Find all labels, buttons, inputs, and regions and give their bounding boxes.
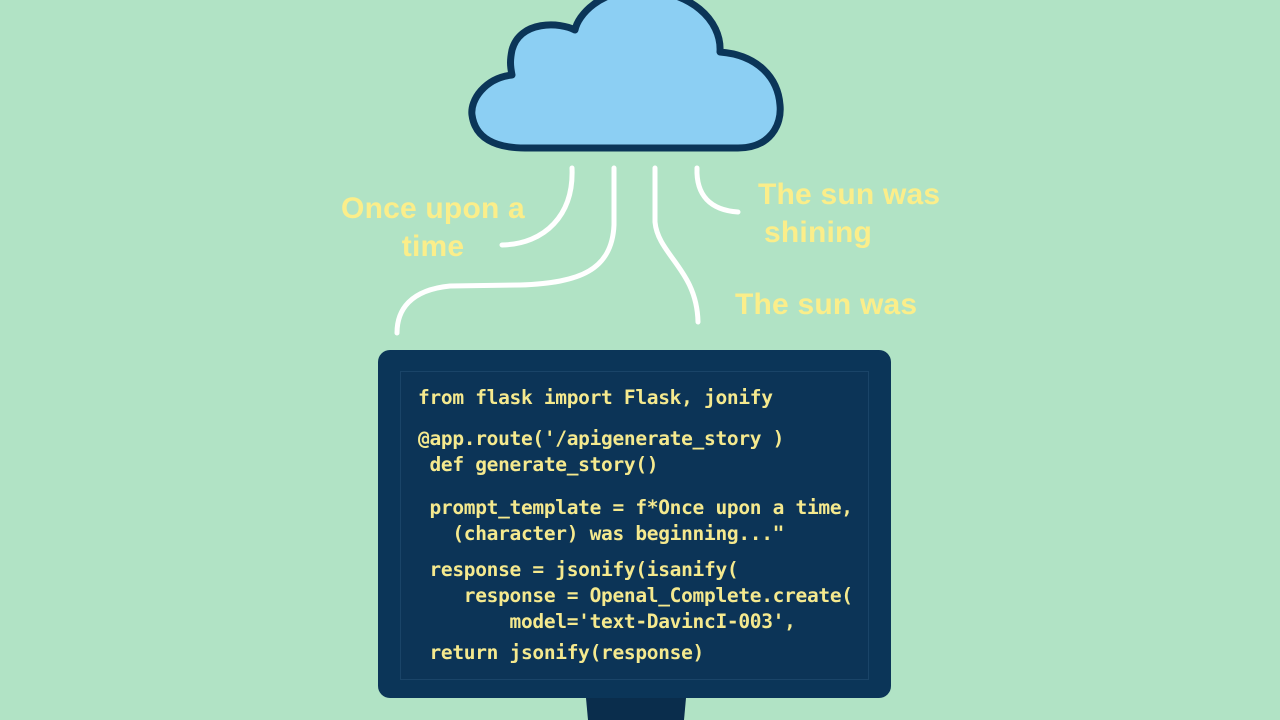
connector-line-2 bbox=[394, 165, 617, 336]
monitor-stand bbox=[586, 698, 686, 720]
label-line: shining bbox=[764, 216, 873, 249]
label-line: The sun was bbox=[758, 178, 941, 211]
monitor-screen bbox=[400, 371, 869, 680]
label-line: time bbox=[401, 230, 465, 263]
code-line-9: return jsonify(response) bbox=[418, 641, 705, 664]
code-line-8: model='text-DavincI-003', bbox=[418, 610, 796, 633]
code-line-2: @app.route('/apigenerate_story ) bbox=[418, 427, 785, 450]
code-line-5: (character) was beginning..." bbox=[418, 522, 785, 545]
label-once-upon-a-time: Once upon a time bbox=[333, 190, 533, 266]
code-line-4: prompt_template = f*Once upon a time, bbox=[418, 496, 853, 519]
code-line-1: from flask import Flask, jonify bbox=[418, 386, 773, 409]
label-line: The sun was bbox=[735, 288, 918, 321]
cloud-icon bbox=[468, 0, 784, 152]
connector-line-3 bbox=[652, 165, 701, 325]
code-line-6: response = jsonify(isanify( bbox=[418, 558, 739, 581]
code-line-7: response = Openal_Complete.create( bbox=[418, 584, 853, 607]
code-line-3: def generate_story() bbox=[418, 453, 659, 476]
connector-line-4 bbox=[694, 165, 741, 215]
connector-lines bbox=[394, 165, 741, 336]
label-sun-was: The sun was bbox=[735, 286, 925, 324]
label-sun-was-shining: The sun was shining bbox=[758, 176, 941, 252]
label-line: Once upon a bbox=[341, 192, 525, 225]
connector-line-1 bbox=[499, 165, 575, 248]
monitor-icon bbox=[378, 350, 891, 698]
